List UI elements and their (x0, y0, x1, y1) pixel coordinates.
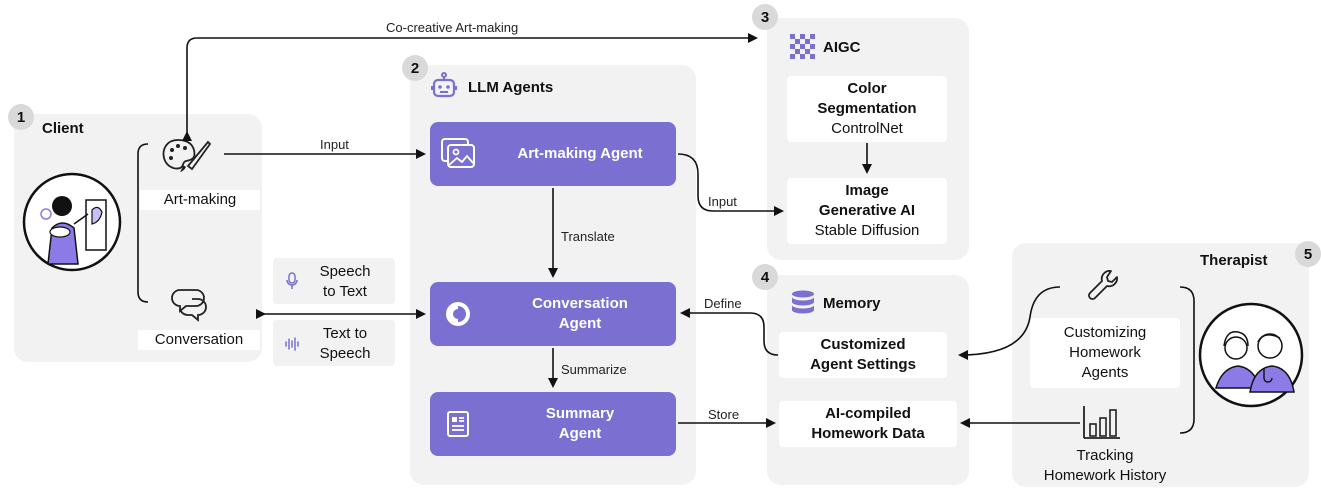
client-avatar-icon (22, 172, 122, 272)
conv-agent-line2: Agent (558, 315, 602, 332)
edge-input-aigc: Input (708, 194, 737, 209)
art-agent-label: Art-making Agent (517, 145, 643, 162)
therapist-custom-line3: Agents (1081, 364, 1129, 381)
aigc-box1-line3: ControlNet (831, 120, 903, 137)
client-badge: 1 (8, 104, 34, 130)
newspaper-icon (447, 411, 469, 437)
edge-input-top: Input (320, 137, 349, 152)
conversation-agent-icon (446, 302, 470, 326)
therapist-avatar-icon (1198, 302, 1304, 408)
text-to-speech-box (273, 320, 395, 366)
client-title: Client (42, 120, 84, 137)
aigc-badge: 3 (752, 4, 778, 30)
memory-box1-line2: Agent Settings (810, 356, 916, 373)
chat-bubbles-icon[interactable] (170, 286, 210, 322)
image-gallery-icon (441, 138, 475, 168)
therapist-title: Therapist (1200, 252, 1268, 269)
edge-translate: Translate (561, 229, 615, 244)
tts-line1: Text to (322, 325, 368, 342)
edge-define: Define (704, 296, 742, 311)
aigc-box1-line2: Segmentation (817, 100, 917, 117)
art-making-label: Art-making (140, 190, 260, 210)
therapist-track-line2: Homework History (1043, 467, 1167, 484)
aigc-box2-line2: Generative AI (818, 202, 916, 219)
conv-agent-line1: Conversation (532, 295, 628, 312)
aigc-box2-line1: Image (845, 182, 889, 199)
aigc-box2-line3: Stable Diffusion (814, 222, 920, 239)
homework-data-box: AI-compiled Homework Data (779, 401, 957, 447)
tts-line2: Speech (319, 345, 371, 362)
customized-agent-settings-box: Customized Agent Settings (779, 332, 947, 378)
aigc-box1-line1: Color (847, 80, 887, 97)
stt-line2: to Text (323, 283, 367, 300)
aigc-title: AIGC (823, 39, 861, 56)
customizing-agents-box[interactable]: Customizing Homework Agents (1030, 318, 1180, 388)
conversation-label: Conversation (138, 330, 260, 350)
therapist-track-line1: Tracking (1076, 447, 1134, 464)
conversation-agent[interactable]: Conversation Agent (430, 282, 676, 346)
microphone-icon (286, 272, 298, 289)
image-generative-box: Image Generative AI Stable Diffusion (787, 178, 947, 244)
checker-grid-icon (790, 34, 815, 59)
edge-summarize: Summarize (561, 362, 627, 377)
memory-title: Memory (823, 295, 881, 312)
therapist-badge: 5 (1295, 241, 1321, 267)
edge-store: Store (708, 407, 740, 422)
edge-co-creative: Co-creative Art-making (386, 20, 519, 35)
summary-agent[interactable]: Summary Agent (430, 392, 676, 456)
memory-box2-line1: AI-compiled (825, 405, 911, 422)
wrench-icon[interactable] (1087, 268, 1121, 302)
audio-wave-icon (285, 337, 299, 351)
stt-line1: Speech (319, 263, 371, 280)
speech-to-text-box (273, 258, 395, 304)
therapist-custom-line2: Homework (1069, 344, 1141, 361)
bar-chart-icon[interactable] (1082, 404, 1122, 440)
palette-brush-icon[interactable] (160, 136, 212, 176)
summary-agent-line1: Summary (545, 405, 615, 422)
database-icon (792, 290, 814, 314)
color-segmentation-box: Color Segmentation ControlNet (787, 76, 947, 142)
therapist-custom-line1: Customizing (1063, 324, 1147, 341)
memory-box1-line1: Customized (820, 336, 906, 353)
memory-box2-line2: Homework Data (811, 425, 925, 442)
summary-agent-line2: Agent (558, 425, 602, 442)
memory-badge: 4 (752, 264, 778, 290)
